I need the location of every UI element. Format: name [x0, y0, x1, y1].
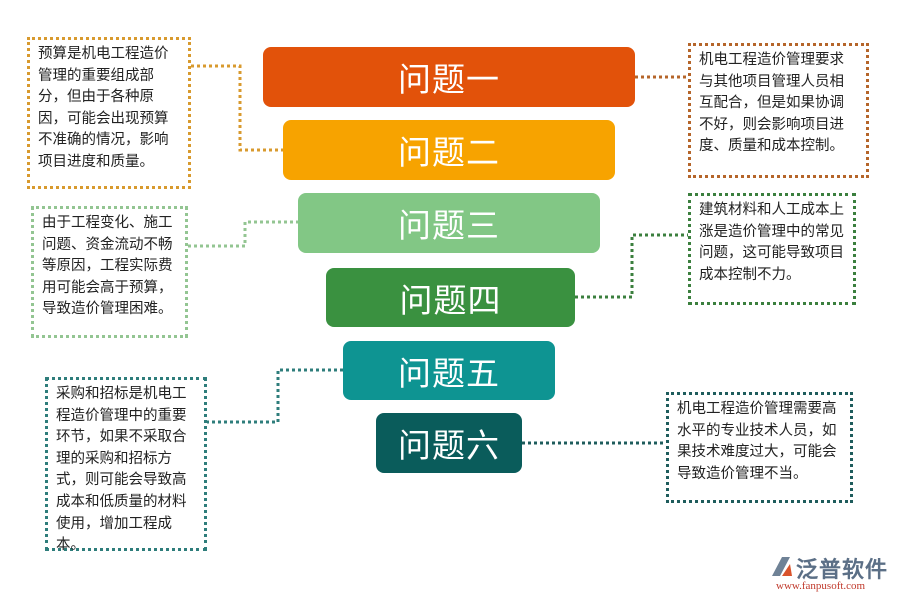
brand-logo: 泛普软件 www.fanpusoft.com: [768, 552, 893, 596]
note-issue1: 机电工程造价管理要求与其他项目管理人员相互配合，但是如果协调不好，则会影响项目进…: [688, 43, 869, 178]
issue-6-box: 问题六: [376, 413, 522, 473]
note-issue4: 建筑材料和人工成本上涨是造价管理中的常见问题，这可能导致项目成本控制不力。: [688, 193, 856, 305]
note-issue2: 预算是机电工程造价管理的重要组成部分，但由于各种原因，可能会出现预算不准确的情况…: [27, 37, 191, 189]
connector-issue5: [206, 368, 343, 424]
issue-4-box: 问题四: [326, 268, 575, 327]
connector-issue4: [575, 233, 688, 299]
logo-name: 泛普软件: [796, 558, 889, 583]
connector-issue2: [191, 64, 283, 152]
issue-1-box: 问题一: [263, 47, 635, 107]
note-issue3: 由于工程变化、施工问题、资金流动不畅等原因，工程实际费用可能会高于预算，导致造价…: [31, 206, 188, 338]
logo-mark-icon: [772, 557, 792, 576]
logo-url: www.fanpusoft.com: [776, 580, 866, 592]
note-issue5: 采购和招标是机电工程造价管理中的重要环节，如果不采取合理的采购和招标方式，则可能…: [45, 377, 207, 553]
connector-issue3: [188, 220, 298, 248]
note-issue6: 机电工程造价管理需要高水平的专业技术人员，如果技术难度过大，可能会导致造价管理不…: [666, 392, 853, 503]
issue-3-box: 问题三: [298, 193, 600, 253]
issue-5-box: 问题五: [343, 341, 555, 400]
issue-2-box: 问题二: [283, 120, 615, 180]
